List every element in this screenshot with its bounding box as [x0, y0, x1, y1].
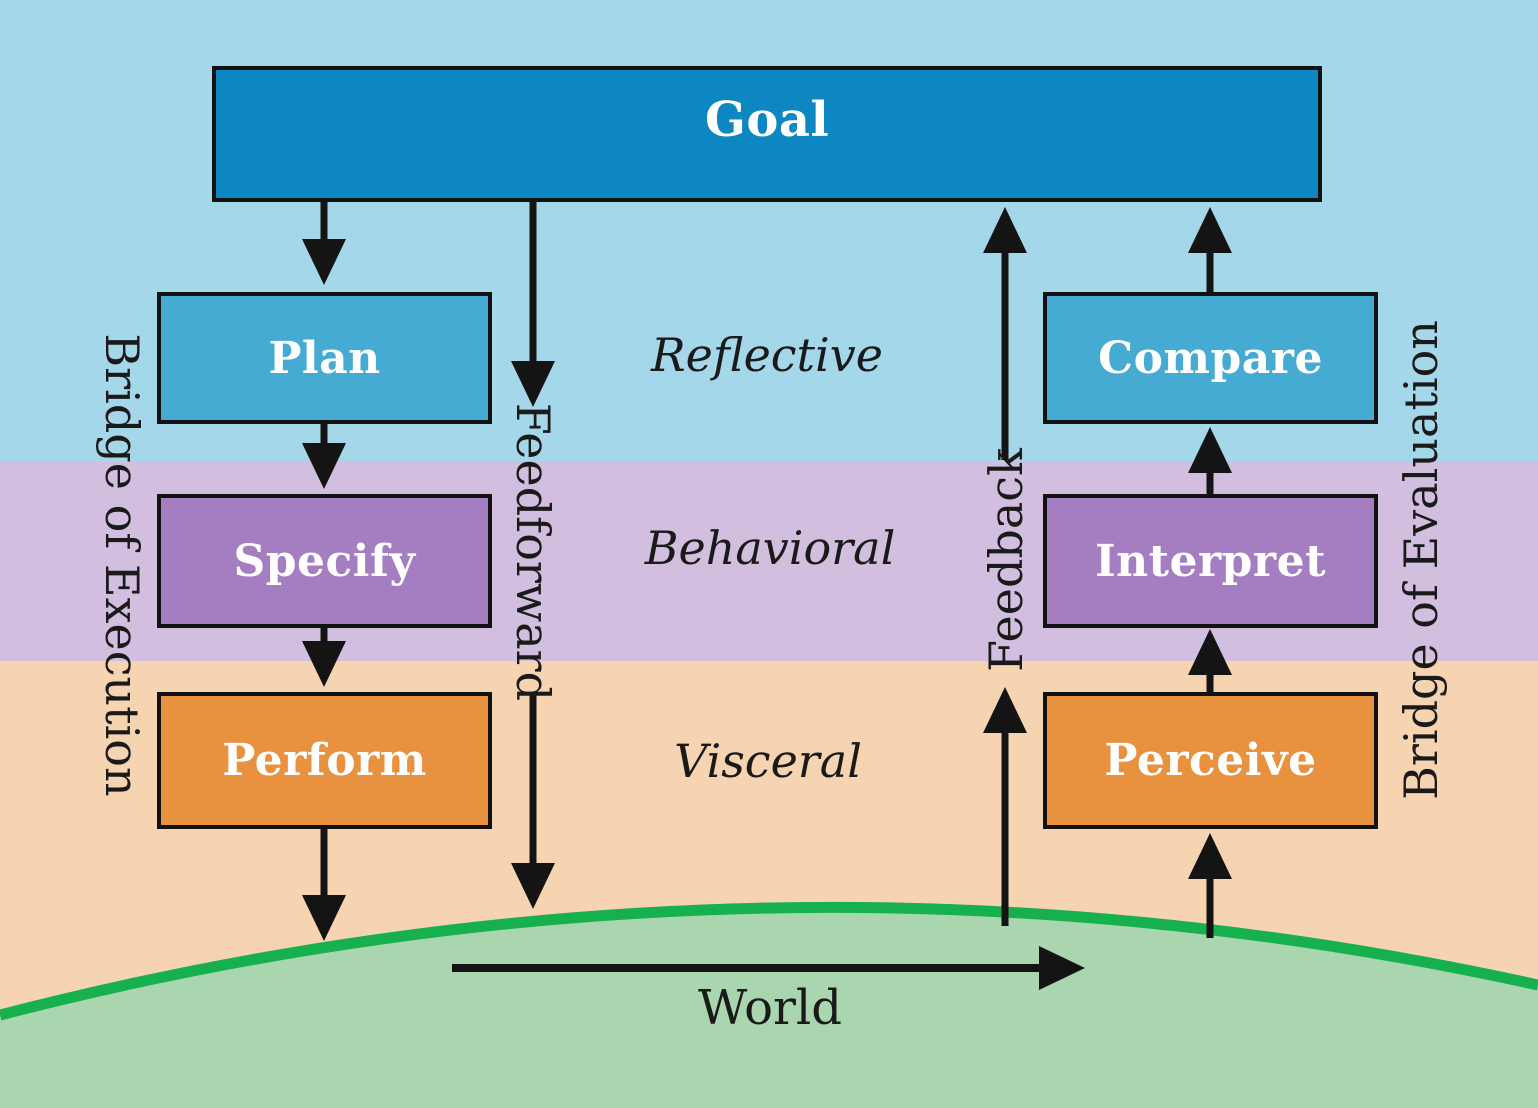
- specify-box: Specify: [157, 494, 492, 628]
- visceral-level-label: Visceral: [674, 734, 862, 788]
- reflective-level-label: Reflective: [651, 328, 883, 382]
- world-label: World: [698, 980, 842, 1036]
- feedback-label: Feedback: [979, 448, 1033, 672]
- specify-label: Specify: [233, 535, 416, 587]
- feedforward-label: Feedforward: [506, 402, 560, 702]
- perform-box: Perform: [157, 692, 492, 829]
- interpret-label: Interpret: [1095, 535, 1326, 587]
- plan-label: Plan: [268, 332, 381, 384]
- perceive-label: Perceive: [1104, 735, 1317, 786]
- compare-box: Compare: [1043, 292, 1378, 424]
- plan-box: Plan: [157, 292, 492, 424]
- goal-label: Goal: [704, 92, 830, 148]
- world-horizon-line: [0, 901, 1538, 1021]
- bridge-of-execution-label: Bridge of Execution: [95, 333, 149, 797]
- goal-box: Goal: [212, 66, 1322, 202]
- interpret-box: Interpret: [1043, 494, 1378, 628]
- behavioral-level-label: Behavioral: [644, 521, 896, 575]
- perform-label: Perform: [222, 735, 427, 786]
- bridge-of-evaluation-label: Bridge of Evaluation: [1394, 320, 1448, 800]
- world-ground: [0, 907, 1538, 1108]
- compare-label: Compare: [1098, 332, 1323, 384]
- perceive-box: Perceive: [1043, 692, 1378, 829]
